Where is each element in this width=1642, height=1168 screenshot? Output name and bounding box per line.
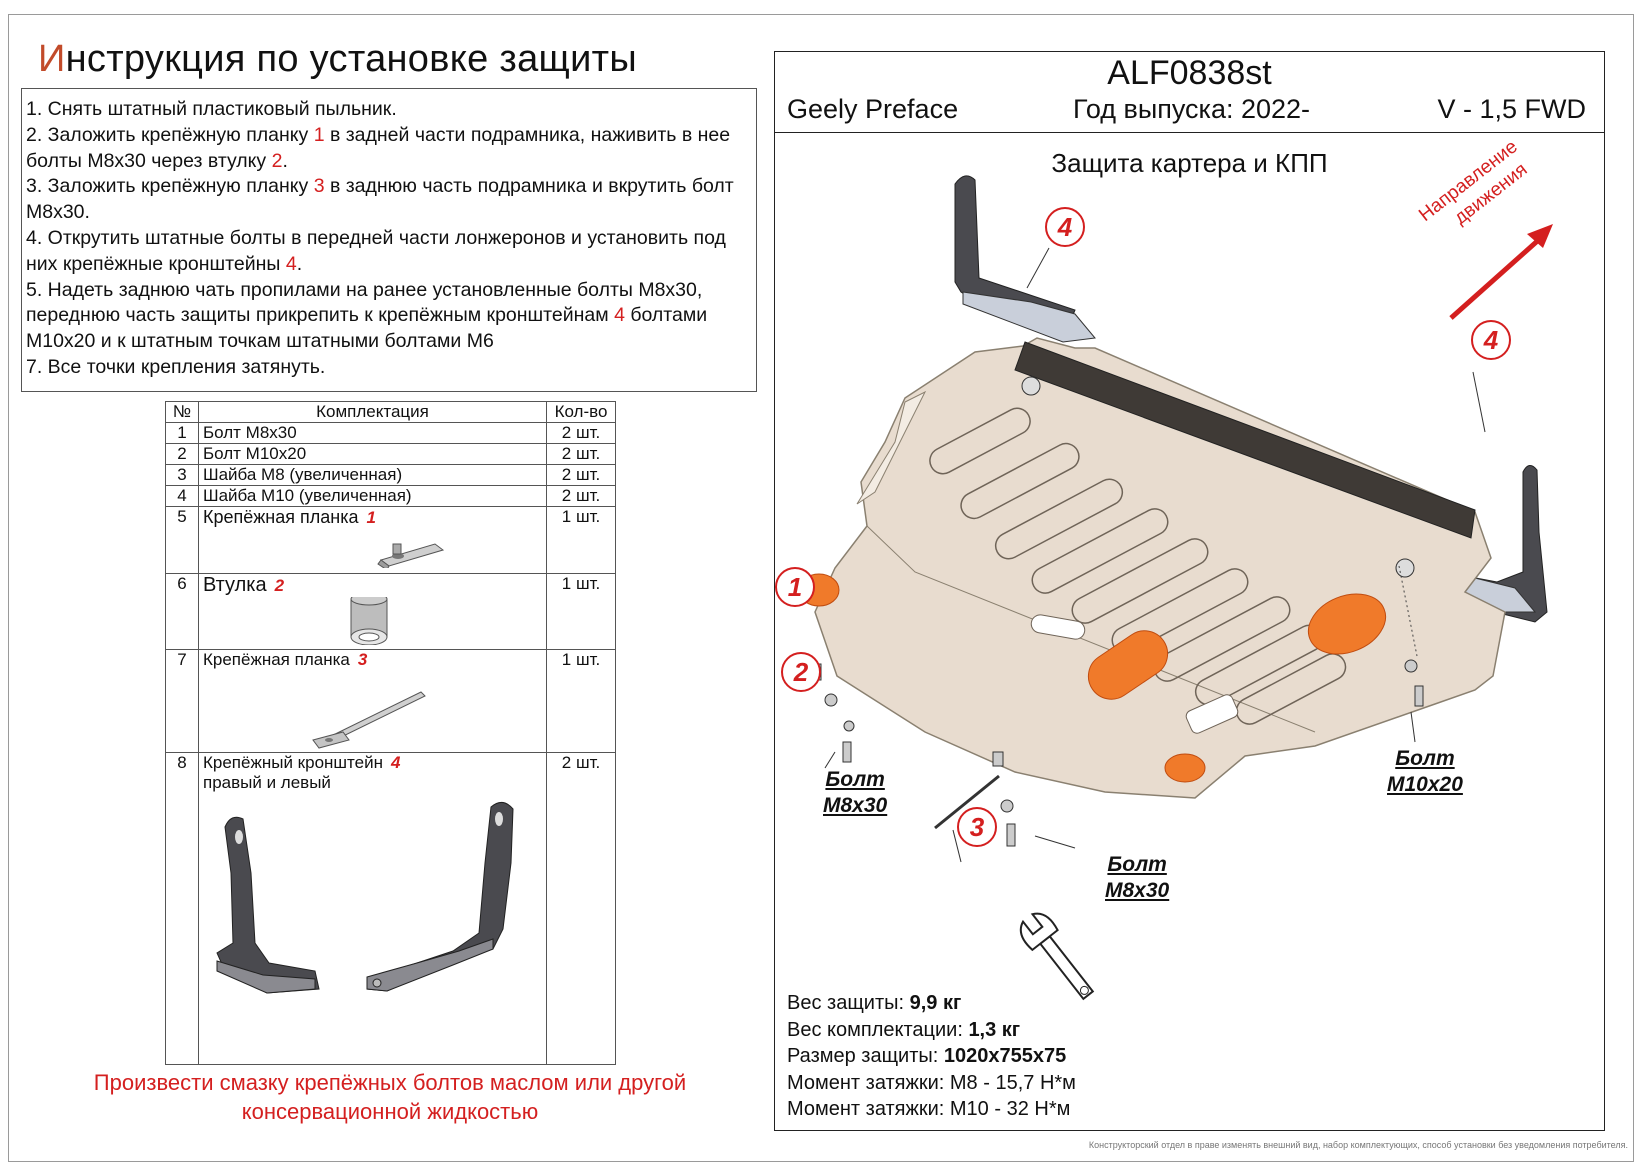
kit-header-row: № Комплектация Кол-во: [165, 401, 616, 423]
step-7: 7. Все точки крепления затянуть.: [26, 355, 326, 378]
step-2: 2. Заложить крепёжную планку 1 в задней …: [26, 123, 731, 172]
car-model: Geely Preface: [787, 94, 959, 124]
model-year: Год выпуска: 2022-: [1073, 94, 1311, 124]
step-5: 5. Надеть заднюю чать пропилами на ранее…: [26, 278, 708, 353]
callout-4-left: 4: [1057, 212, 1073, 242]
spec-torque-m10: Момент затяжки: М10 - 32 Н*м: [787, 1098, 1071, 1120]
bushing-2-image: [350, 597, 388, 645]
spec-kit-weight: Вес комплектации: 1,3 кг: [787, 1018, 1021, 1041]
instruction-steps: 1. Снять штатный пластиковый пыльник. 2.…: [21, 88, 757, 392]
spec-torque-m8: Момент затяжки: М8 - 15,7 Н*м: [787, 1071, 1076, 1094]
lubrication-note: Произвести смазку крепёжных болтов масло…: [93, 1070, 687, 1124]
specs-block: Вес защиты: 9,9 кг Вес комплектации: 1,3…: [787, 990, 1076, 1123]
gearbox-drain-cover: [1307, 593, 1387, 655]
callout-3: 3: [970, 812, 985, 842]
disclaimer: Конструкторский отдел в праве изменять в…: [1088, 1140, 1628, 1150]
kit-col-qty: Кол-во: [546, 401, 616, 423]
page-title: Инструкция по установке защиты: [38, 38, 637, 80]
callout-4-right: 4: [1483, 325, 1499, 355]
drawing-panel: ALF0838st Geely Preface Год выпуска: 202…: [774, 51, 1605, 1131]
kit-col-name: Комплектация: [198, 401, 547, 423]
spec-size: Размер защиты: 1020х755х75: [787, 1045, 1067, 1067]
callout-1: 1: [788, 572, 802, 602]
step-1: 1. Снять штатный пластиковый пыльник.: [26, 98, 397, 120]
part-code: ALF0838st: [1107, 54, 1272, 92]
direction-arrow-head: [1527, 224, 1553, 248]
skid-plate-drawing: Направление движения: [775, 136, 1553, 1001]
wrench-icon: [1019, 912, 1095, 1001]
mounting-plate-3-image: [312, 691, 426, 749]
kit-col-num: №: [165, 401, 199, 423]
mounting-plate-1-image: [377, 543, 445, 568]
step-4: 4. Открутить штатные болты в передней ча…: [26, 226, 726, 275]
header-divider: [775, 132, 1604, 133]
direction-arrow: Направление движения: [1415, 136, 1531, 229]
skid-plate-body: [814, 337, 1506, 799]
page-frame: [8, 14, 1634, 1162]
step-3: 3. Заложить крепёжную планку 3 в заднюю …: [26, 175, 734, 224]
drawing-subtitle: Защита картера и КПП: [1051, 148, 1328, 178]
engine-spec: V - 1,5 FWD: [1437, 94, 1586, 124]
oil-drain-cover: [1087, 630, 1169, 700]
bolt-hole-front-left: [1021, 376, 1041, 396]
spec-weight: Вес защиты: 9,9 кг: [787, 992, 962, 1014]
bracket-4-image: [216, 802, 514, 994]
access-plug-right: [1164, 753, 1206, 783]
direction-arrow-shaft: [1449, 234, 1545, 320]
rear-flange: [1014, 341, 1476, 539]
bolt-hole-front-right: [1395, 558, 1415, 578]
callout-2: 2: [793, 657, 809, 687]
